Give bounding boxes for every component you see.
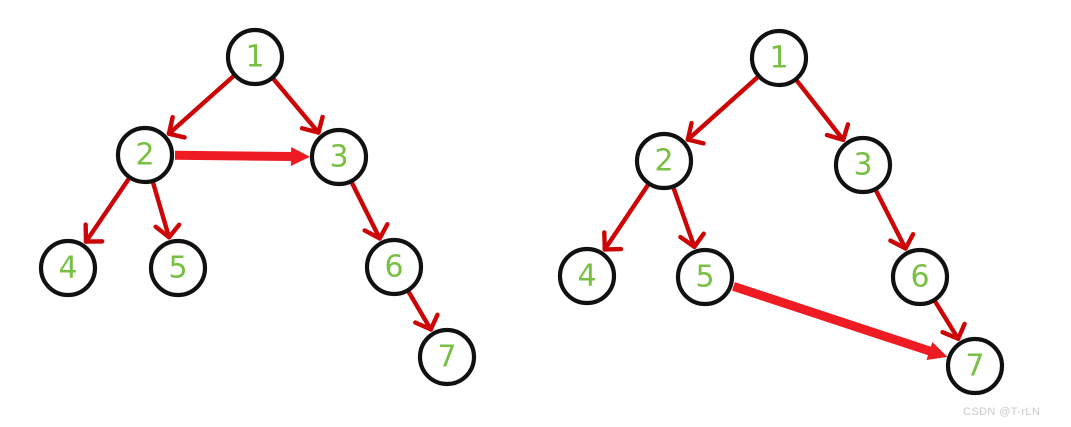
tree-edge-arrowhead-L1-L2 [166, 131, 187, 140]
tree-node-R5[interactable]: 5 [675, 247, 735, 307]
node-label-R4: 4 [577, 259, 596, 294]
node-circle-L6 [364, 237, 424, 297]
tree-edge-L1-L3 [270, 76, 321, 135]
node-circle-L4 [38, 238, 98, 298]
node-circle-R5 [675, 247, 735, 307]
highlight-arrow-head-L2-L3 [290, 147, 311, 167]
tree-edge-arrowhead-L2-L5 [153, 224, 172, 240]
tree-edge-L6-L7 [406, 288, 433, 332]
node-circle-L3 [309, 127, 369, 187]
tree-edge-R6-R7 [932, 298, 961, 341]
tree-edge-arrowhead-R2-R4 [602, 230, 608, 252]
node-label-L4: 4 [58, 251, 77, 286]
tree-node-R2[interactable]: 2 [634, 131, 694, 191]
tree-edge-arrowhead-R1-R3 [824, 132, 846, 143]
tree-edge-arrowhead-R1-R2 [685, 120, 694, 142]
node-circle-L1 [225, 27, 285, 87]
tree-edge-arrowhead-R3-R6 [903, 232, 916, 251]
tree-node-L3[interactable]: 3 [309, 127, 369, 187]
tree-edge-arrowhead-L3-L6 [362, 228, 382, 241]
tree-edge-arrowhead-R2-R5 [692, 231, 706, 250]
node-circle-L7 [417, 327, 477, 387]
node-circle-R2 [634, 131, 694, 191]
tree-edge-arrowhead-R3-R6 [888, 238, 908, 251]
tree-edge-arrowhead-L2-L5 [166, 222, 182, 240]
watermark-text: CSDN @T-rLN [963, 406, 1041, 418]
tree-edge-L2-L4 [83, 175, 132, 244]
right-tree: 1 2 3 4 5 6 7 [557, 28, 1005, 396]
tree-node-L7[interactable]: 7 [417, 327, 477, 387]
tree-edge-arrowhead-R6-R7 [940, 330, 961, 341]
right-tree-edges [602, 74, 967, 341]
node-circle-R4 [557, 246, 617, 306]
node-circle-R7 [945, 336, 1005, 396]
tree-edge-R2-R5 [671, 185, 697, 250]
tree-edge-arrowhead-R1-R3 [841, 122, 851, 143]
node-label-L3: 3 [329, 140, 348, 175]
tree-edge-arrowhead-R2-R5 [678, 234, 697, 250]
tree-node-L5[interactable]: 5 [148, 238, 208, 298]
tree-node-L4[interactable]: 4 [38, 238, 98, 298]
node-circle-R3 [833, 135, 893, 195]
node-circle-R6 [890, 247, 950, 307]
tree-edge-L1-L2 [166, 73, 237, 136]
tree-edge-R1-R2 [685, 74, 761, 142]
tree-edge-arrowhead-R1-R2 [685, 137, 706, 146]
tree-edge-arrowhead-L6-L7 [428, 312, 440, 332]
node-label-L6: 6 [384, 250, 403, 285]
left-tree-edges [83, 73, 440, 332]
right-tree-nodes: 1 2 3 4 5 6 7 [557, 28, 1005, 396]
tree-edge-arrowhead-L1-L3 [316, 114, 325, 135]
tree-node-R4[interactable]: 4 [557, 246, 617, 306]
tree-edge-L3-L6 [349, 179, 382, 241]
tree-edge-R3-R6 [873, 187, 908, 251]
tree-node-R3[interactable]: 3 [833, 135, 893, 195]
node-label-L1: 1 [245, 40, 264, 75]
node-label-R6: 6 [910, 260, 929, 295]
node-label-R2: 2 [654, 144, 673, 179]
tree-node-R1[interactable]: 1 [749, 28, 809, 88]
tree-edge-arrowhead-R6-R7 [955, 321, 967, 341]
left-tree-nodes: 1 2 3 4 5 6 7 [38, 27, 477, 387]
tree-edge-arrowhead-L1-L2 [166, 114, 175, 136]
node-label-L5: 5 [168, 251, 187, 286]
tree-node-L6[interactable]: 6 [364, 237, 424, 297]
tree-edge-arrowhead-L1-L3 [299, 126, 321, 135]
highlight-arrow-head-R5-R7 [926, 341, 948, 360]
node-label-L2: 2 [135, 138, 154, 173]
highlight-arrow-shaft-L2-L3 [174, 150, 295, 162]
tree-node-L2[interactable]: 2 [115, 125, 175, 185]
left-tree-highlight-arrow [174, 147, 311, 167]
tree-node-R6[interactable]: 6 [890, 247, 950, 307]
left-tree: 1 2 3 4 5 6 7 [38, 27, 477, 387]
node-label-L7: 7 [437, 340, 456, 375]
tree-node-L1[interactable]: 1 [225, 27, 285, 87]
tree-edge-R1-R3 [794, 77, 846, 143]
node-circle-R1 [749, 28, 809, 88]
tree-edge-L2-L5 [150, 179, 172, 240]
node-circle-L5 [148, 238, 208, 298]
tree-edge-R2-R4 [602, 182, 651, 252]
node-label-R1: 1 [769, 41, 788, 76]
tree-edge-arrowhead-L6-L7 [413, 320, 433, 332]
tree-edge-arrowhead-L3-L6 [377, 221, 390, 241]
node-label-R3: 3 [853, 148, 872, 183]
node-circle-L2 [115, 125, 175, 185]
node-label-R5: 5 [695, 260, 714, 295]
right-tree-highlight-arrow [732, 282, 948, 360]
highlight-arrow-shaft-R5-R7 [732, 282, 934, 357]
tree-node-R7[interactable]: 7 [945, 336, 1005, 396]
node-label-R7: 7 [965, 349, 984, 384]
